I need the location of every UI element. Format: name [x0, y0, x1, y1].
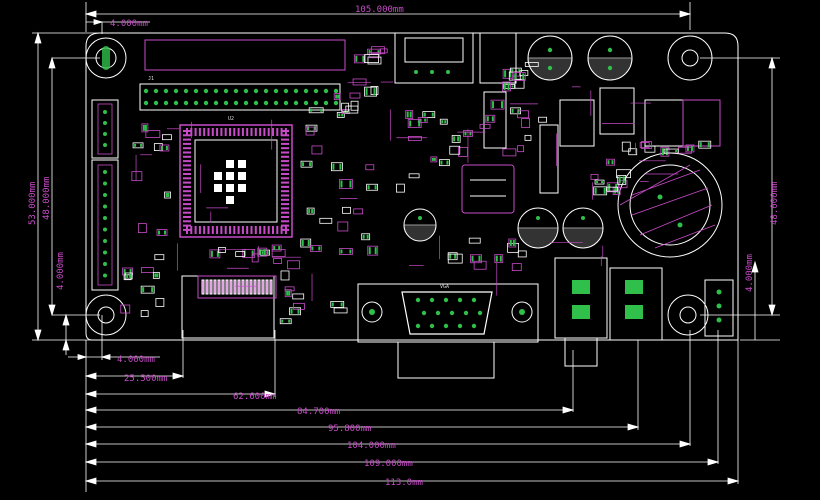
right-upper-block [483, 87, 721, 194]
mounting-hole-top-right [667, 35, 713, 81]
left-dimension [32, 31, 100, 355]
power-jack-2 [609, 267, 663, 341]
bottom-extension-lines [85, 315, 739, 492]
smd-components [120, 46, 712, 325]
mounting-hole-bottom-right [667, 294, 709, 336]
dim-top-offset: 4.000mm [110, 19, 148, 29]
mounting-hole-top-left [85, 37, 127, 79]
capacitor-cluster-top [527, 35, 633, 81]
dim-bottom-2: 25.500mm [124, 374, 167, 384]
left-connector-top [91, 99, 119, 159]
dim-right-lower: 4.000mm [745, 254, 755, 292]
dim-bottom-5: 95.800mm [328, 424, 371, 434]
vga-label: VGA [440, 284, 449, 290]
mounting-hole-bottom-left [85, 294, 127, 336]
main-ic: U2 [179, 116, 293, 238]
header-label: J1 [148, 76, 154, 82]
board-outline [85, 32, 739, 341]
bottom-left-block [181, 275, 277, 339]
dim-right-height: 48.000mm [770, 182, 780, 225]
vga-connector: VGA [357, 283, 539, 379]
power-jack-1 [554, 257, 608, 367]
dim-left-outer: 53.000mm [28, 182, 38, 225]
right-dimension [700, 56, 780, 341]
inductor [461, 164, 515, 214]
dim-bottom-6: 104.000mm [347, 441, 396, 451]
bottom-dimension-lines [68, 353, 740, 485]
silkscreen-traces [135, 81, 679, 302]
dim-bottom-1: 4.000mm [117, 355, 155, 365]
dim-left-inner: 48.000mm [42, 177, 52, 220]
dim-bottom-7: 109.000mm [364, 459, 413, 469]
top-dimension [84, 2, 692, 34]
dim-bottom-4: 84.700mm [297, 407, 340, 417]
dim-bottom-3: 62.600mm [233, 392, 276, 402]
top-pin-header: J1 [139, 39, 346, 111]
large-round-component [617, 152, 723, 258]
right-small-connector [704, 279, 734, 337]
top-center-connector [394, 32, 517, 84]
dim-bottom-8: 113.0mm [385, 478, 423, 488]
dim-left-lower: 4.000mm [56, 252, 66, 290]
ic-label: U2 [228, 116, 234, 122]
left-connector-long [91, 159, 119, 291]
dim-top-width: 105.000mm [355, 5, 404, 15]
